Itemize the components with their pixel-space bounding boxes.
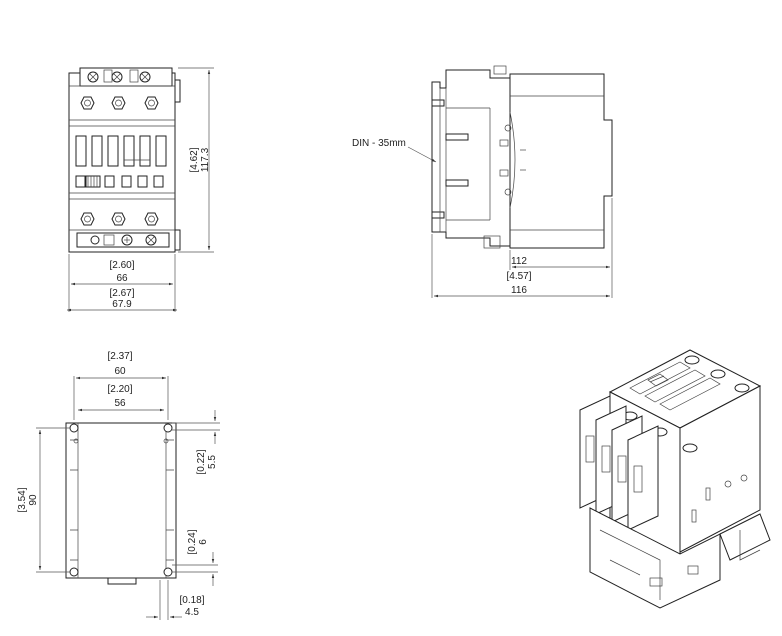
mount-height-mm: 90: [28, 494, 39, 506]
iso-base: [589, 507, 721, 609]
side-depth-inner-mm: 112: [511, 256, 527, 267]
side-depth-outer-in: [4.57]: [506, 271, 531, 282]
mount-hole-offset-mm: 4.5: [185, 607, 199, 618]
mount-height-in: [3.54]: [17, 487, 28, 512]
front-width-inner-in: [2.60]: [109, 260, 134, 271]
isometric-view: [579, 349, 771, 609]
front-bottom-screws-icon: [76, 232, 170, 248]
front-bottom-terminals-icon: [80, 212, 159, 226]
din-label: DIN - 35mm: [352, 138, 406, 149]
front-slot-windows: [75, 135, 167, 188]
mount-width-outer-in: [2.37]: [107, 351, 132, 362]
mount-width-inner-mm: 56: [114, 398, 126, 409]
mount-width-inner-in: [2.20]: [107, 384, 132, 395]
front-width-outer-in: [2.67]: [109, 288, 134, 299]
mount-top-offset-in: [0.22]: [196, 449, 207, 474]
iso-front-fins: [579, 395, 659, 531]
side-view: [407, 65, 613, 298]
mount-hole-offset-in: [0.18]: [179, 595, 204, 606]
front-height-in: [4.62]: [189, 147, 200, 172]
side-depth-outer-mm: 116: [511, 285, 527, 296]
mount-outline: [65, 422, 177, 579]
front-height-mm: 117.3: [200, 147, 211, 172]
front-width-outer-mm: 67.9: [112, 299, 132, 310]
mount-bottom-offset-mm: 6: [198, 539, 209, 545]
iso-right-details: [691, 474, 748, 523]
iso-top-slots: [629, 361, 721, 411]
front-width-inner-mm: 66: [116, 273, 128, 284]
mount-view: [36, 376, 220, 620]
front-top-terminals-icon: [80, 96, 159, 110]
mount-width-outer-mm: 60: [114, 366, 126, 377]
mounting-holes-icon: [69, 423, 173, 577]
side-din-section: [431, 69, 511, 247]
front-top-screws-icon: [87, 69, 151, 83]
mount-bottom-offset-in: [0.24]: [187, 529, 198, 554]
side-body-outline: [509, 73, 613, 249]
mount-top-offset-mm: 5.5: [207, 455, 218, 469]
front-view: [67, 67, 214, 312]
